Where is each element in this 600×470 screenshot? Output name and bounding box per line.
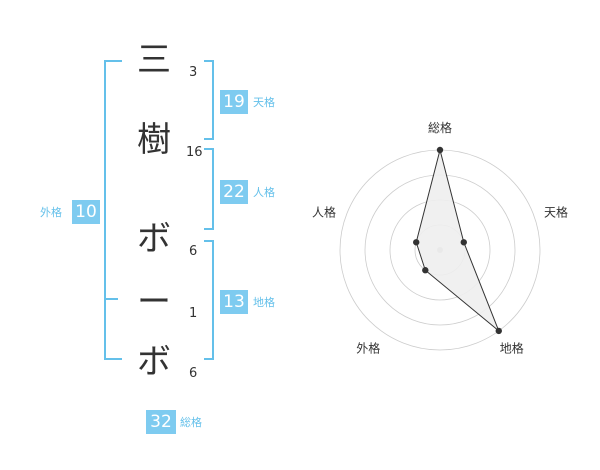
chikaku-label: 地格 (253, 296, 275, 309)
radar-shape (415, 149, 500, 332)
radar-point-3 (495, 327, 502, 335)
tenkaku-value: 19 (220, 90, 248, 114)
gaikaku-label: 外格 (40, 206, 62, 219)
jinkaku-value: 22 (220, 180, 248, 204)
jinkaku-label: 人格 (253, 186, 275, 199)
name-char-1: 三 (137, 40, 171, 80)
radar-axis-label-4: 外格 (356, 341, 380, 356)
radar-axis-label-5: 人格 (312, 204, 336, 219)
stroke-count-5: 6 (189, 366, 198, 381)
radar-point-4 (422, 267, 429, 274)
radar-axis-label-2: 天格 (544, 204, 568, 219)
name-char-4: ー (137, 282, 171, 322)
radar-points (413, 146, 502, 335)
stroke-count-3: 6 (189, 244, 198, 259)
chikaku-value: 13 (220, 290, 248, 314)
radar-point-2 (460, 239, 467, 246)
radar-point-1 (436, 146, 444, 154)
stroke-count-4: 1 (189, 306, 198, 321)
soukaku-value: 32 (146, 410, 176, 434)
name-char-2: 樹 (137, 120, 171, 160)
name-char-3: ボ (137, 219, 171, 259)
stroke-count-1: 3 (189, 65, 198, 80)
stroke-count-2: 16 (186, 145, 203, 160)
radar-point-5 (413, 239, 420, 246)
radar-axis-label-3: 地格 (500, 341, 524, 356)
gaikaku-value: 10 (72, 200, 100, 224)
radar-axis-label-1: 総格 (428, 120, 452, 135)
name-char-5: ボ (137, 342, 171, 382)
soukaku-label: 総格 (180, 416, 202, 429)
tenkaku-label: 天格 (253, 96, 275, 109)
